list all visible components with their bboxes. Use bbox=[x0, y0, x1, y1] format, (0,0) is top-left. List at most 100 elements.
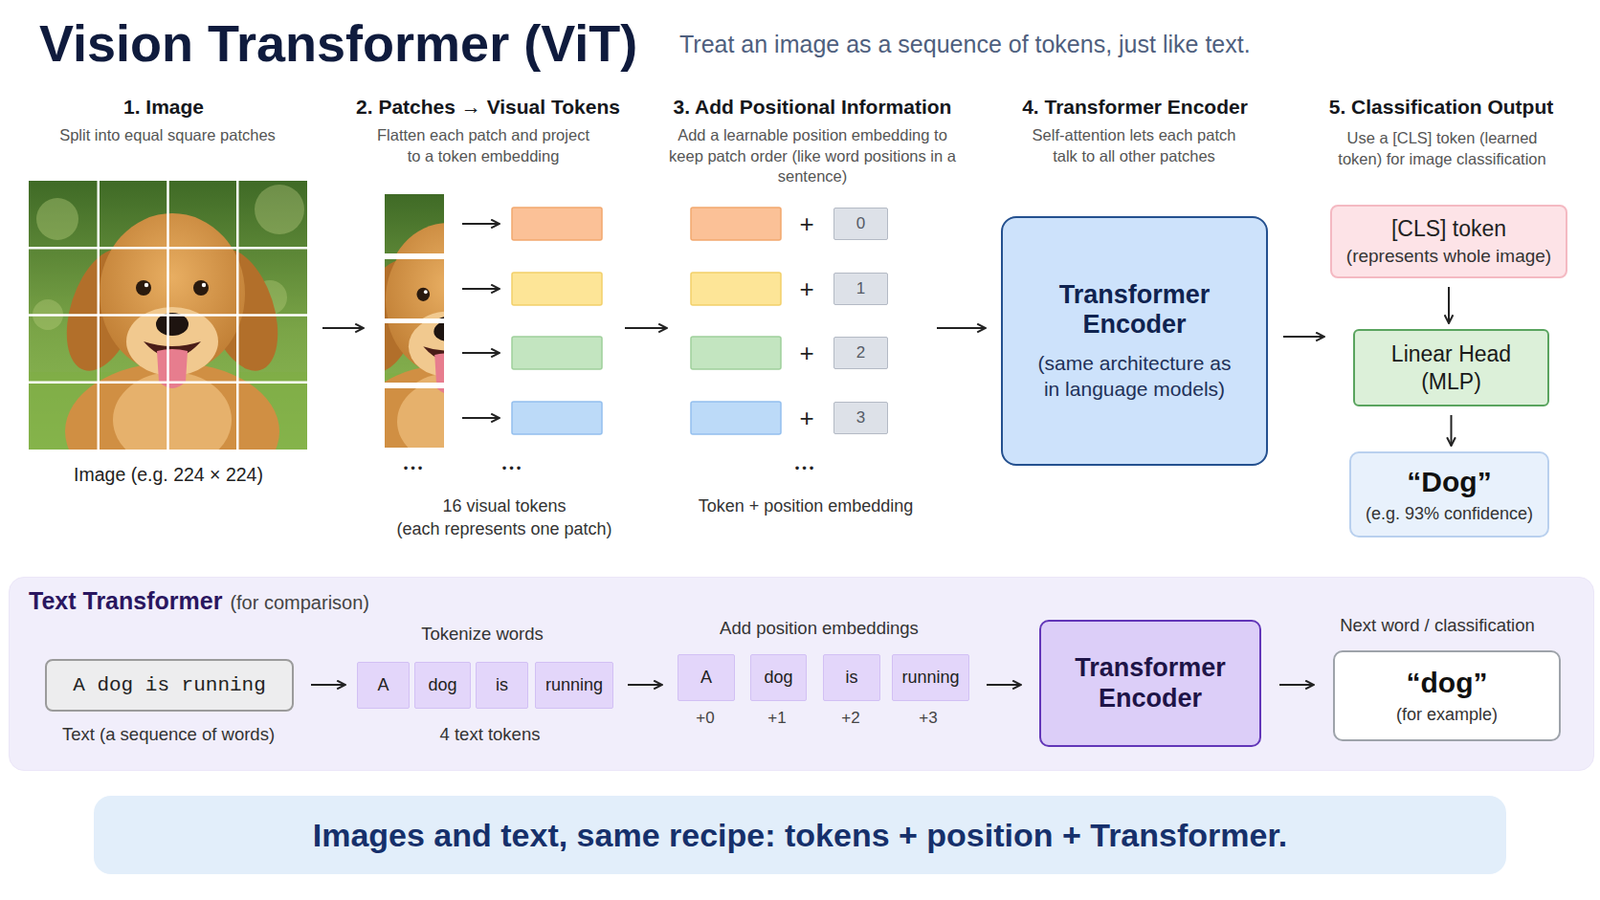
positioned-token-box: is bbox=[822, 654, 881, 702]
flow-arrow bbox=[1447, 287, 1450, 324]
token-embedding bbox=[690, 272, 781, 306]
cls-token-box: [CLS] token(represents whole image) bbox=[1330, 204, 1568, 279]
node-text: Text Transformer bbox=[28, 587, 223, 616]
node-text: 2 bbox=[856, 343, 866, 363]
text-token-box: is bbox=[475, 662, 529, 710]
node-text: dog bbox=[763, 667, 793, 689]
position-offset: +3 bbox=[899, 709, 957, 729]
position-offset: +0 bbox=[676, 709, 734, 729]
flow-arrow bbox=[936, 327, 986, 330]
flow-arrow bbox=[322, 327, 364, 330]
node-text: 1 bbox=[856, 279, 866, 299]
position-index-box: 3 bbox=[833, 401, 889, 435]
node-text: running bbox=[901, 667, 959, 689]
flow-arrow bbox=[462, 417, 500, 420]
node-text: 0 bbox=[856, 214, 866, 234]
positioned-token-box: running bbox=[891, 654, 970, 702]
image-caption: Image (e.g. 224 × 224) bbox=[24, 464, 312, 487]
flow-arrow bbox=[1450, 415, 1453, 446]
node-text: is bbox=[845, 667, 859, 689]
summary-banner: Images and text, same recipe: tokens + p… bbox=[93, 796, 1507, 875]
node-text: A bbox=[700, 667, 712, 689]
input-caption: Text (a sequence of words) bbox=[24, 724, 312, 746]
step-description: Add a learnable position embedding to ke… bbox=[666, 125, 959, 188]
node-text: A dog is running bbox=[72, 674, 267, 697]
node-text: 3 bbox=[856, 408, 866, 428]
encoder-box: Transformer Encoder bbox=[1039, 620, 1262, 748]
node-text: (represents whole image) bbox=[1346, 245, 1552, 267]
flow-arrow bbox=[986, 684, 1022, 687]
node-text: (same architecture as in language models… bbox=[1028, 351, 1242, 402]
plus-sign: + bbox=[787, 274, 826, 305]
prediction-box: “Dog” (e.g. 93% confidence) bbox=[1349, 451, 1550, 538]
node-text: (for comparison) bbox=[229, 592, 370, 615]
subtitle: Treat an image as a sequence of tokens, … bbox=[679, 29, 1465, 59]
node-text: (e.g. 93% confidence) bbox=[1365, 504, 1534, 525]
text-token-box: running bbox=[534, 662, 614, 710]
token-embedding bbox=[511, 207, 602, 241]
dog-photo bbox=[28, 180, 308, 501]
flow-arrows bbox=[322, 223, 986, 419]
step-description: Self-attention lets each patch talk to a… bbox=[1024, 125, 1244, 167]
position-offset: +1 bbox=[748, 709, 806, 729]
token-embedding bbox=[690, 336, 781, 370]
node-text: (for example) bbox=[1396, 705, 1498, 726]
ellipsis: ••• bbox=[484, 461, 542, 477]
node-text: dog bbox=[427, 675, 457, 696]
position-index-box: 0 bbox=[833, 207, 889, 241]
diagram-title: Vision Transformer (ViT) bbox=[39, 12, 638, 75]
node-text: running bbox=[545, 675, 603, 696]
plus-sign: + bbox=[787, 209, 826, 240]
token-count-caption: 16 visual tokens bbox=[379, 496, 629, 517]
token-embedding bbox=[690, 401, 781, 435]
encoder-box: Transformer Encoder (same architecture as… bbox=[1000, 216, 1268, 467]
ellipsis: ••• bbox=[385, 461, 444, 477]
node-text: [CLS] token bbox=[1391, 216, 1507, 243]
node-text: Transformer Encoder bbox=[1039, 280, 1231, 340]
flow-arrow bbox=[1283, 335, 1325, 338]
plus-sign: + bbox=[787, 403, 826, 434]
step-description: Flatten each patch and project to a toke… bbox=[370, 125, 597, 167]
node-text: is bbox=[495, 675, 509, 696]
node-text: “dog” bbox=[1406, 666, 1489, 700]
position-offset: +2 bbox=[822, 709, 880, 729]
position-index-box: 1 bbox=[833, 272, 889, 306]
step-heading: 3. Add Positional Information bbox=[649, 94, 976, 119]
ellipsis: ••• bbox=[777, 461, 835, 477]
node-text: “Dog” bbox=[1406, 466, 1491, 499]
flow-arrow bbox=[627, 684, 663, 687]
token-embedding bbox=[511, 336, 602, 370]
step-heading: 5. Classification Output bbox=[1297, 94, 1585, 119]
token-embedding bbox=[511, 401, 602, 435]
node-text: Images and text, same recipe: tokens + p… bbox=[312, 817, 1288, 855]
node-text: Linear Head (MLP) bbox=[1379, 340, 1524, 397]
plus-sign: + bbox=[787, 338, 826, 369]
token-embedding bbox=[511, 272, 602, 306]
token-embeddings bbox=[511, 207, 781, 435]
step-caption: Next word / classification bbox=[1293, 615, 1581, 637]
positioned-token-box: dog bbox=[750, 654, 807, 702]
flow-arrow bbox=[1279, 684, 1314, 687]
step-description: Split into equal square patches bbox=[23, 125, 312, 147]
input-text-box: A dog is running bbox=[44, 659, 294, 712]
step-caption: Tokenize words bbox=[377, 623, 588, 645]
step-description: Use a [CLS] token (learned token) for im… bbox=[1328, 128, 1556, 170]
step-caption: Add position embeddings bbox=[675, 618, 963, 640]
flow-arrow bbox=[624, 327, 667, 330]
token-count-caption: 4 text tokens bbox=[384, 724, 596, 746]
output-box: “dog” (for example) bbox=[1333, 650, 1561, 742]
position-index-box: 2 bbox=[833, 336, 889, 370]
linear-head-box: Linear Head (MLP) bbox=[1353, 329, 1550, 407]
step-heading: 1. Image bbox=[10, 94, 317, 119]
text-token-box: A bbox=[356, 662, 410, 710]
text-token-box: dog bbox=[414, 662, 471, 710]
step-heading: 2. Patches → Visual Tokens bbox=[334, 94, 642, 119]
node-text: A bbox=[377, 675, 389, 696]
node-text: Transformer Encoder bbox=[1054, 653, 1246, 713]
flow-arrow bbox=[462, 352, 500, 355]
step-caption: Token + position embedding bbox=[662, 496, 950, 517]
token-count-note: (each represents one patch) bbox=[360, 519, 648, 540]
patch-grid bbox=[28, 180, 308, 450]
